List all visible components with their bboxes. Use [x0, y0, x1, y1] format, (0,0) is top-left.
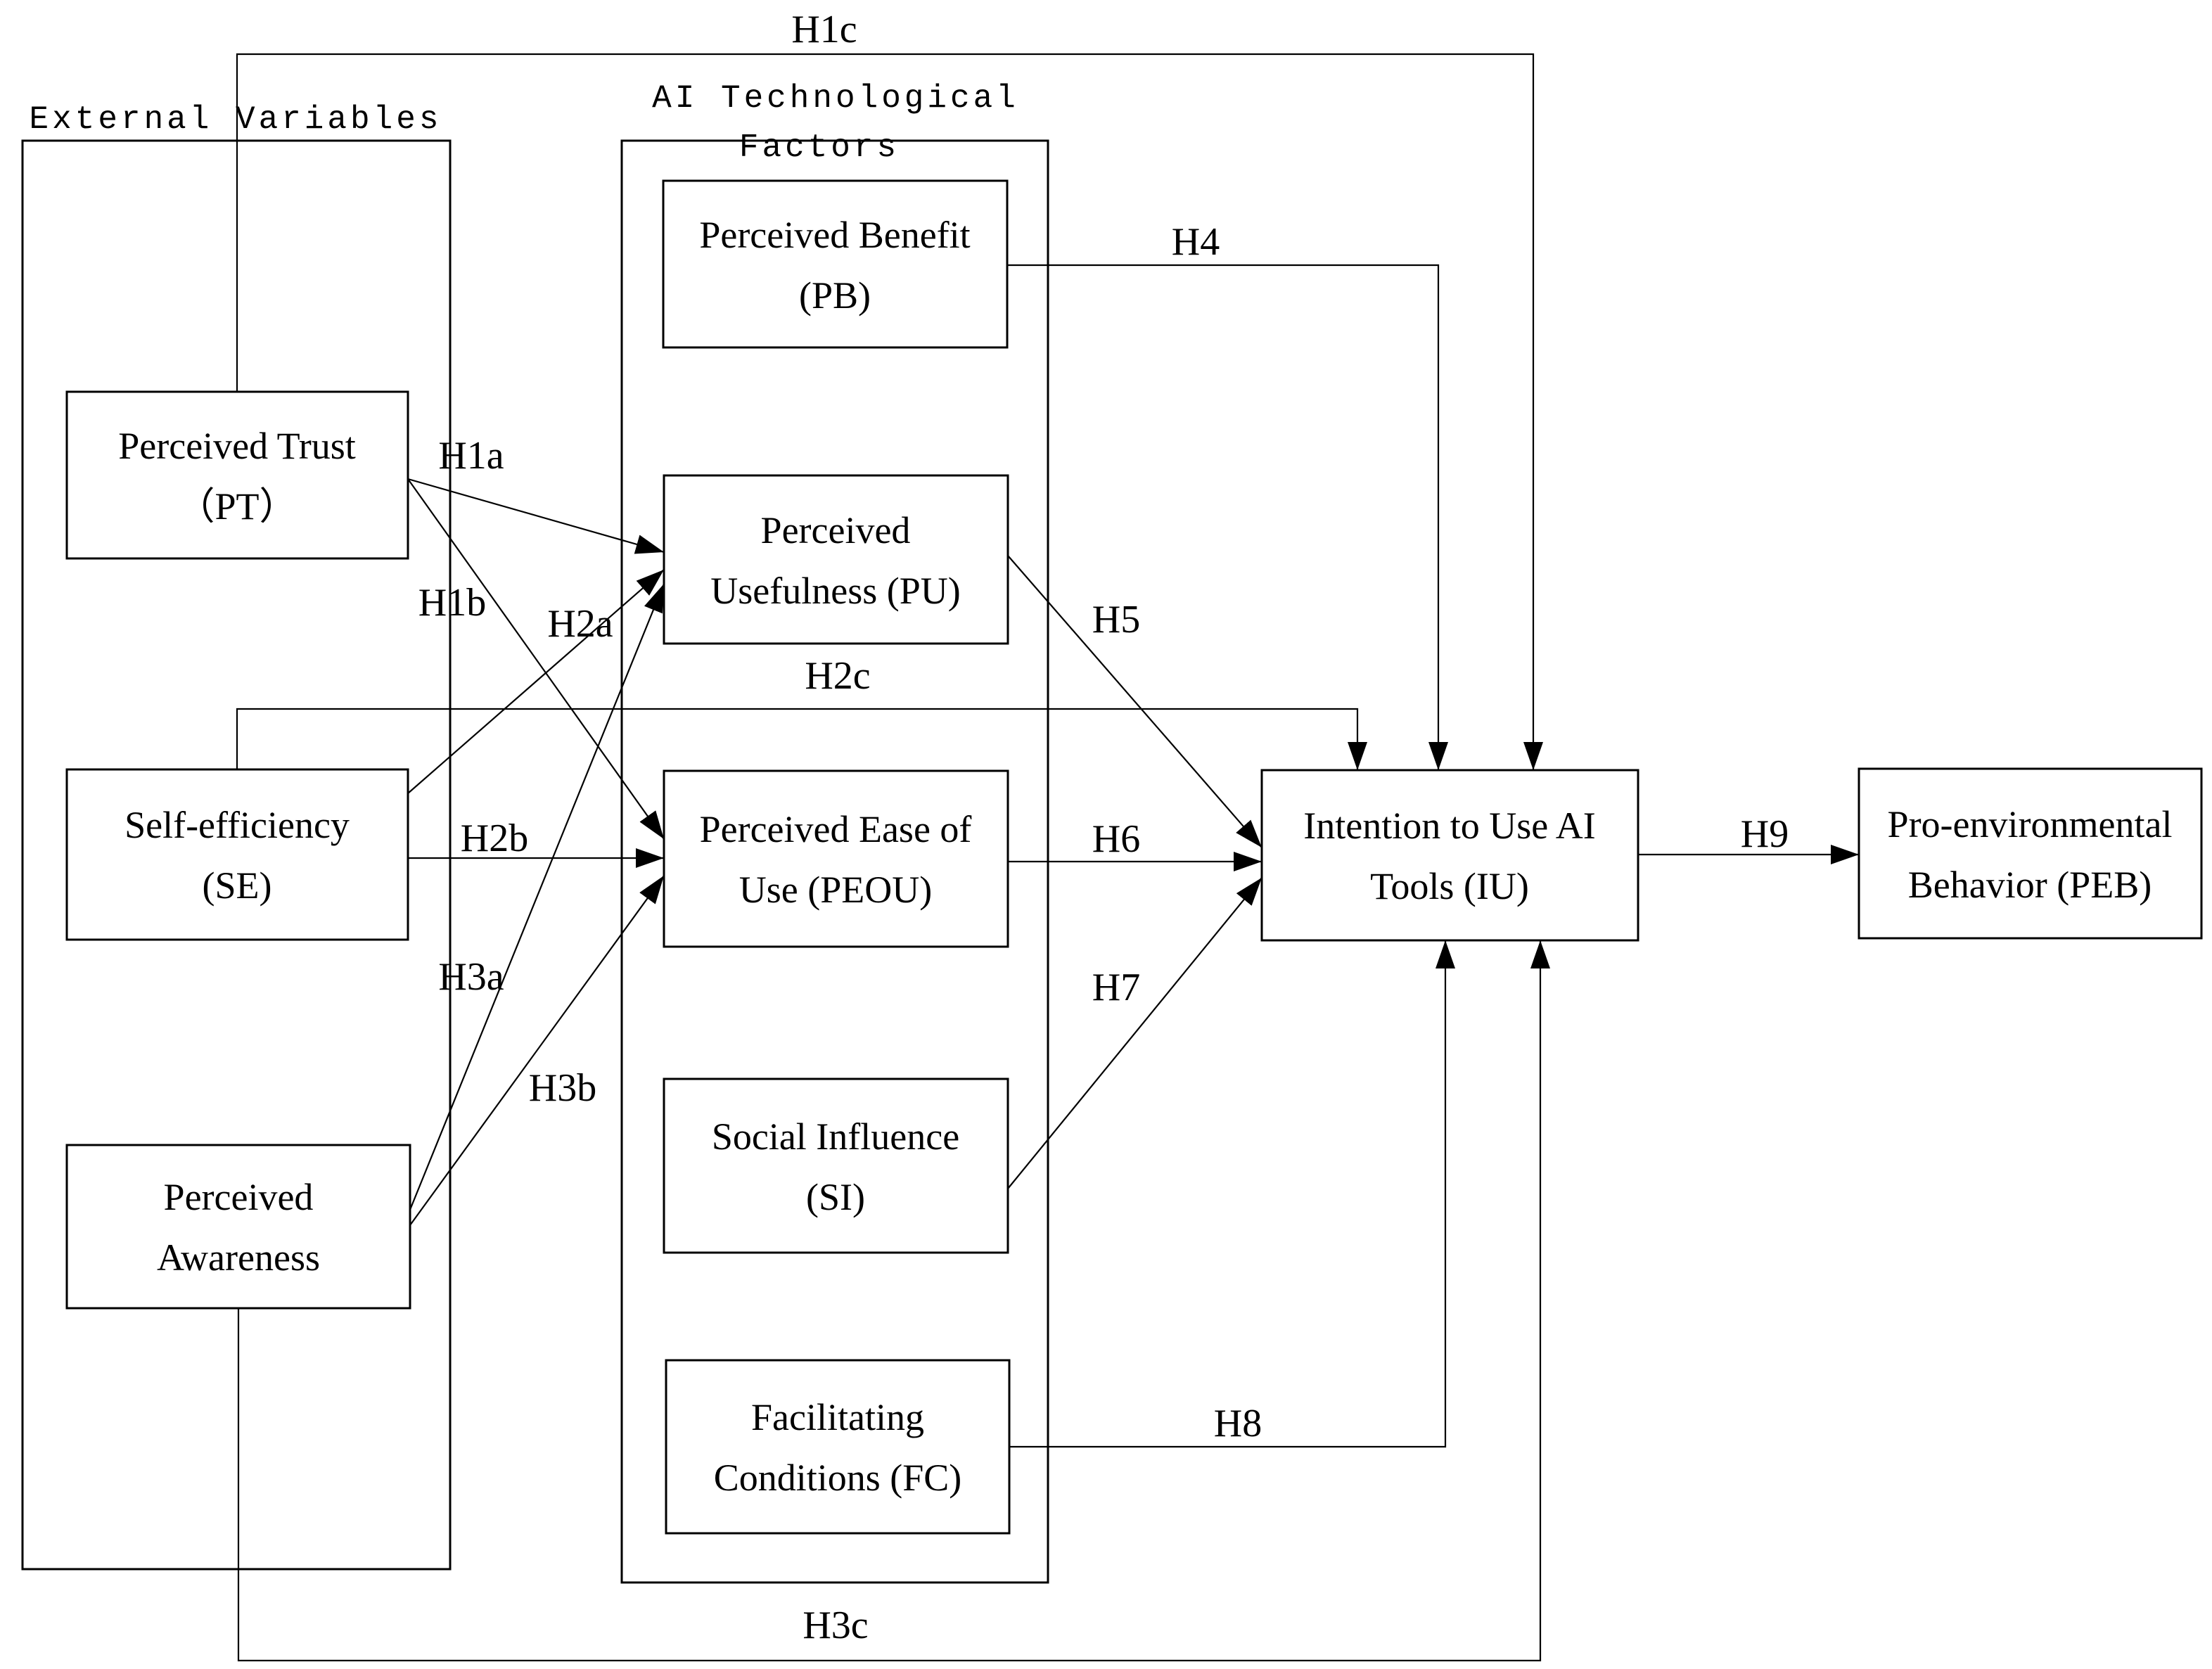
arrow-h7-si-to-iu: [1007, 877, 1262, 1189]
label-h3b: H3b: [529, 1066, 596, 1110]
box-social-influence-label-line1: Social Influence: [712, 1115, 959, 1158]
box-perceived-benefit: Perceived Benefit (PB): [662, 179, 1009, 349]
box-facilitating-conditions-rect: [665, 1359, 1011, 1535]
box-perceived-benefit-label-line2: (PB): [799, 274, 871, 316]
label-h6: H6: [1092, 817, 1140, 861]
box-self-efficiency-label-line1: Self-efficiency: [124, 804, 350, 846]
box-perceived-trust-label-line1: Perceived Trust: [118, 425, 356, 467]
box-self-efficiency-rect: [65, 768, 409, 941]
box-social-influence-rect: [663, 1078, 1009, 1254]
label-h1a: H1a: [438, 434, 504, 478]
box-pro-environmental-behavior-rect: [1858, 767, 2203, 940]
arrow-h4-pb-to-iu: [1007, 264, 1448, 770]
hypothesis-labels: H1a H1b H1c H2a H2b H2c H3a H3b H3c H4 H…: [418, 8, 1789, 1647]
label-h3c: H3c: [803, 1604, 868, 1647]
box-facilitating-conditions-label-line1: Facilitating: [751, 1396, 924, 1438]
arrow-h1b-pt-to-peou: [407, 478, 665, 840]
box-intention-to-use-label-line2: Tools (IU): [1370, 865, 1529, 907]
arrow-layer: [236, 53, 1859, 1662]
box-intention-to-use-label-line1: Intention to Use AI: [1303, 805, 1595, 847]
box-perceived-ease-of-use-label-line2: Use (PEOU): [739, 869, 932, 911]
arrow-h8-fc-to-iu: [1009, 940, 1455, 1448]
label-h9: H9: [1741, 812, 1789, 856]
label-h7: H7: [1092, 966, 1140, 1009]
box-perceived-awareness-rect: [65, 1144, 411, 1310]
box-pro-environmental-behavior-label-line1: Pro-environmental: [1888, 803, 2173, 845]
arrow-h3c-pa-to-iu: [237, 940, 1550, 1662]
construct-boxes: Perceived Trust （PT） Self-efficiency (SE…: [65, 179, 2203, 1535]
box-intention-to-use: Intention to Use AI Tools (IU): [1260, 769, 1639, 942]
box-perceived-trust: Perceived Trust （PT）: [65, 390, 409, 560]
box-perceived-awareness: Perceived Awareness: [65, 1144, 411, 1310]
box-perceived-usefulness-label-line2: Usefulness (PU): [710, 570, 960, 612]
box-perceived-awareness-label-line2: Awareness: [157, 1236, 320, 1279]
ai-factors-title-line2: Factors: [739, 129, 900, 166]
box-self-efficiency: Self-efficiency (SE): [65, 768, 409, 941]
box-perceived-trust-rect: [65, 390, 409, 560]
box-pro-environmental-behavior-label-line2: Behavior (PEB): [1908, 864, 2152, 906]
arrow-h2c-se-to-iu: [236, 708, 1367, 770]
label-h1b: H1b: [418, 581, 486, 625]
box-facilitating-conditions-label-line2: Conditions (FC): [714, 1457, 962, 1499]
box-facilitating-conditions: Facilitating Conditions (FC): [665, 1359, 1011, 1535]
ai-factors-title-line1: AI Technological: [652, 80, 1019, 117]
label-h2c: H2c: [805, 654, 870, 698]
box-perceived-usefulness: Perceived Usefulness (PU): [663, 474, 1009, 645]
box-pro-environmental-behavior: Pro-environmental Behavior (PEB): [1858, 767, 2203, 940]
box-perceived-usefulness-rect: [663, 474, 1009, 645]
label-h5: H5: [1092, 598, 1140, 641]
arrow-h3b-pa-to-peou: [409, 875, 665, 1226]
arrow-h3a-pa-to-pu: [409, 583, 665, 1210]
box-social-influence-label-line2: (SI): [806, 1176, 865, 1218]
arrow-h1a-pt-to-pu: [407, 478, 665, 554]
box-self-efficiency-label-line2: (SE): [203, 864, 272, 907]
arrow-h5-pu-to-iu: [1007, 555, 1262, 848]
box-perceived-awareness-label-line1: Perceived: [164, 1176, 314, 1218]
box-perceived-ease-of-use: Perceived Ease of Use (PEOU): [663, 769, 1009, 948]
label-h2a: H2a: [547, 602, 613, 646]
label-h2b: H2b: [461, 817, 528, 860]
label-h4: H4: [1172, 220, 1220, 264]
box-perceived-usefulness-label-line1: Perceived: [761, 509, 911, 551]
arrow-h1c-pt-to-iu: [236, 53, 1543, 770]
label-h3a: H3a: [438, 955, 504, 999]
box-perceived-ease-of-use-label-line1: Perceived Ease of: [700, 808, 972, 850]
box-perceived-ease-of-use-rect: [663, 769, 1009, 948]
label-h1c: H1c: [791, 8, 857, 51]
box-perceived-benefit-rect: [662, 179, 1009, 349]
label-h8: H8: [1214, 1402, 1262, 1445]
external-variables-title: External Variables: [30, 101, 442, 138]
box-perceived-benefit-label-line1: Perceived Benefit: [699, 214, 970, 256]
box-perceived-trust-label-line2: （PT）: [177, 485, 297, 527]
box-social-influence: Social Influence (SI): [663, 1078, 1009, 1254]
box-intention-to-use-rect: [1260, 769, 1639, 942]
arrow-h2a-se-to-pu: [407, 569, 665, 794]
